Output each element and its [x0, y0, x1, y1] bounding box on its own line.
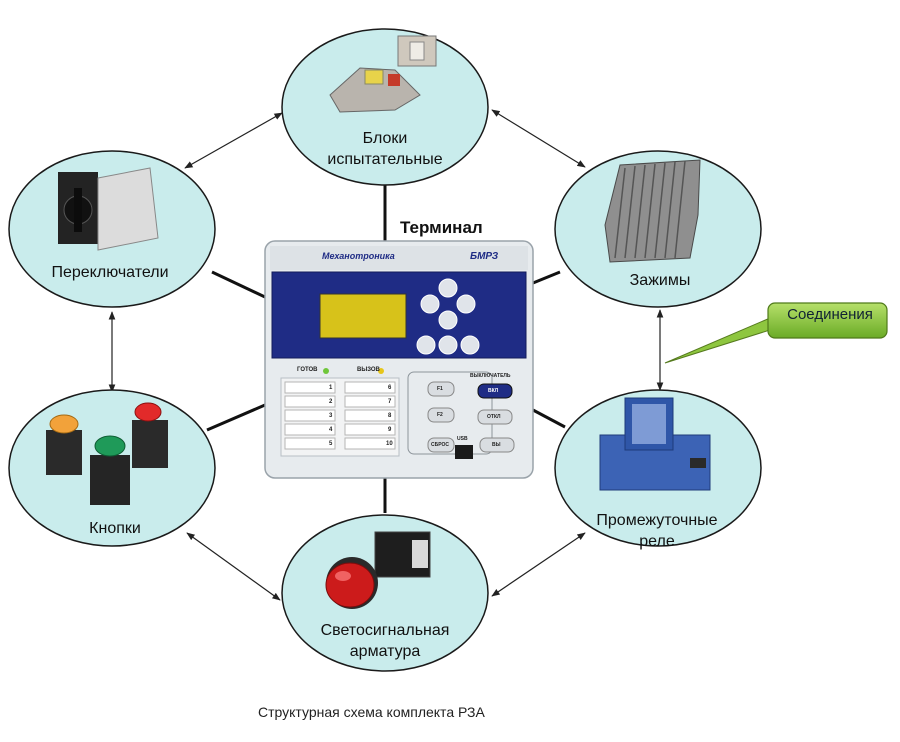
connector-lines	[206, 183, 566, 513]
link-relays	[532, 408, 566, 429]
terminal-lcd	[319, 293, 407, 339]
terminal-model: БМРЗ	[470, 251, 499, 262]
button-off-label: ОТКЛ	[487, 414, 501, 420]
terminal-title: Терминал	[400, 218, 483, 237]
ring-arrows	[108, 109, 664, 601]
node-label-line: Светосигнальная	[320, 622, 450, 639]
button-out-label: ВЫ	[492, 442, 501, 448]
terminal-device	[264, 240, 534, 479]
node-label-line: Зажимы	[629, 272, 691, 289]
led-number: 7	[388, 399, 392, 405]
link-clamps	[532, 270, 561, 285]
node-relays	[554, 389, 762, 547]
node-label-switches: Переключатели	[25, 262, 195, 283]
arrow-signal-buttons	[186, 532, 281, 601]
node-label-buttons: Кнопки	[30, 518, 200, 539]
node-switches	[8, 150, 216, 308]
node-buttons	[8, 389, 216, 547]
led-rows	[284, 381, 396, 450]
led-number: 1	[329, 385, 333, 391]
node-clamps	[554, 150, 762, 308]
usb-label: USB	[457, 436, 468, 442]
connections-callout	[664, 302, 888, 364]
terminal-buttons	[323, 368, 515, 459]
node-test-blocks	[281, 28, 489, 186]
node-label-line: Переключатели	[51, 264, 169, 281]
button-f2-label: F2	[437, 412, 443, 418]
led-number: 4	[329, 427, 333, 433]
arrow-relays-signal	[491, 532, 586, 597]
arrow-switches-testblocks	[184, 112, 283, 169]
node-label-line: арматура	[349, 643, 421, 660]
test-block-image	[329, 35, 437, 113]
diagram-caption: Структурная схема комплекта РЗА	[258, 704, 485, 720]
led-number: 6	[388, 385, 392, 391]
button-f1-label: F1	[437, 386, 443, 392]
terminal-block-image	[604, 159, 701, 263]
callout-label: Соединения	[787, 306, 873, 323]
led-number: 2	[329, 399, 333, 405]
node-signal-fittings	[281, 514, 489, 672]
push-buttons-image	[46, 402, 168, 505]
link-switches	[211, 270, 266, 299]
nav-pad	[416, 278, 480, 355]
button-on-label: ВКЛ	[488, 388, 499, 394]
node-label-line: реле	[639, 533, 675, 550]
terminal-brand: Механотроника	[322, 251, 395, 261]
led-number: 8	[388, 413, 392, 419]
status-output-label: ВЫЗОВ	[357, 367, 380, 373]
node-label-clamps: Зажимы	[575, 270, 745, 291]
node-label-relays: Промежуточные реле	[572, 510, 742, 552]
arrow-testblocks-clamps	[491, 109, 586, 168]
node-label-test-blocks: Блоки испытательные	[300, 128, 470, 170]
status-ready-label: ГОТОВ	[297, 367, 318, 373]
relay-image	[599, 397, 711, 491]
led-number: 3	[329, 413, 333, 419]
rotary-switch-image	[58, 167, 159, 251]
led-number: 10	[386, 441, 393, 447]
node-label-signal-fittings: Светосигнальная арматура	[300, 620, 470, 662]
breaker-label: ВЫКЛЮЧАТЕЛЬ	[470, 373, 511, 379]
signal-lamp-image	[325, 531, 431, 609]
node-label-line: Блоки	[362, 130, 408, 147]
link-buttons	[206, 403, 266, 432]
node-label-line: Кнопки	[89, 520, 141, 537]
node-label-line: Промежуточные	[596, 512, 718, 529]
node-label-line: испытательные	[327, 151, 443, 168]
led-number: 5	[329, 441, 333, 447]
led-number: 9	[388, 427, 392, 433]
usb-port	[455, 445, 473, 459]
button-reset-label: СБРОС	[431, 442, 449, 448]
